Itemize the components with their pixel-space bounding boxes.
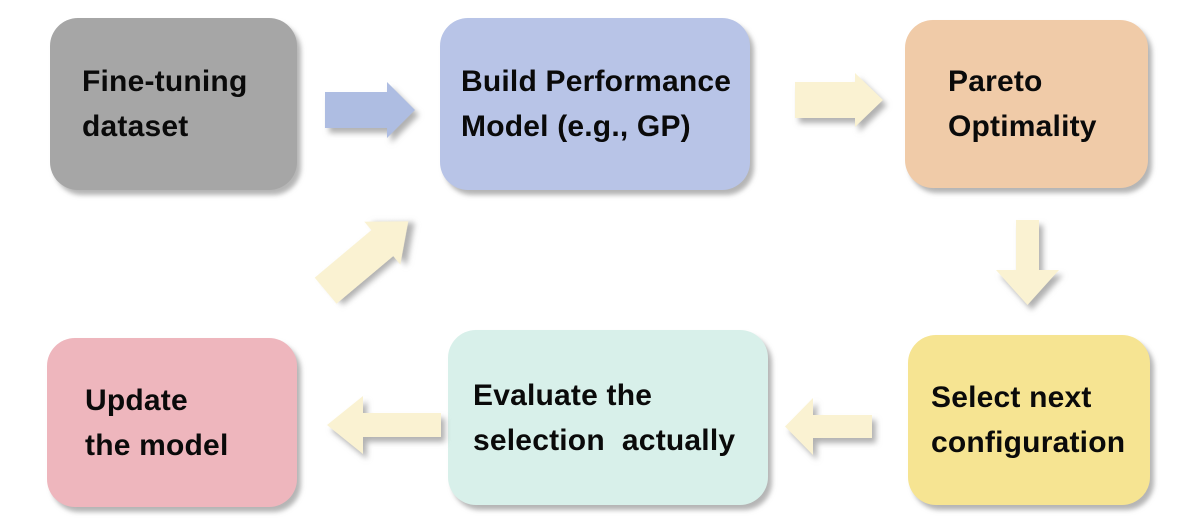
node-select-next-configuration-label: Select next configuration: [931, 381, 1126, 459]
node-evaluate-selection-label: Evaluate the selection actually: [473, 378, 736, 457]
node-pareto-optimality: Pareto Optimality: [905, 20, 1148, 188]
arrow-pareto-to-select-icon: [996, 220, 1059, 305]
node-pareto-optimality-label: Pareto Optimality: [948, 65, 1097, 143]
arrow-select-to-evaluate-icon: [785, 398, 872, 455]
node-update-the-model: Update the model: [47, 338, 297, 507]
node-build-performance-model: Build Performance Model (e.g., GP): [440, 18, 750, 190]
node-update-the-model-label: Update the model: [85, 383, 229, 462]
node-fine-tuning-dataset-label: Fine-tuning dataset: [82, 65, 248, 143]
node-build-performance-model-label: Build Performance Model (e.g., GP): [461, 65, 732, 143]
arrow-update-to-model-icon: [314, 221, 409, 304]
node-select-next-configuration: Select next configuration: [908, 335, 1150, 505]
arrow-model-to-pareto-icon: [795, 73, 883, 127]
arrow-dataset-to-model-icon: [325, 82, 415, 138]
node-fine-tuning-dataset: Fine-tuning dataset: [50, 18, 297, 190]
arrow-evaluate-to-update-icon: [327, 396, 441, 454]
node-evaluate-selection: Evaluate the selection actually: [448, 330, 768, 505]
